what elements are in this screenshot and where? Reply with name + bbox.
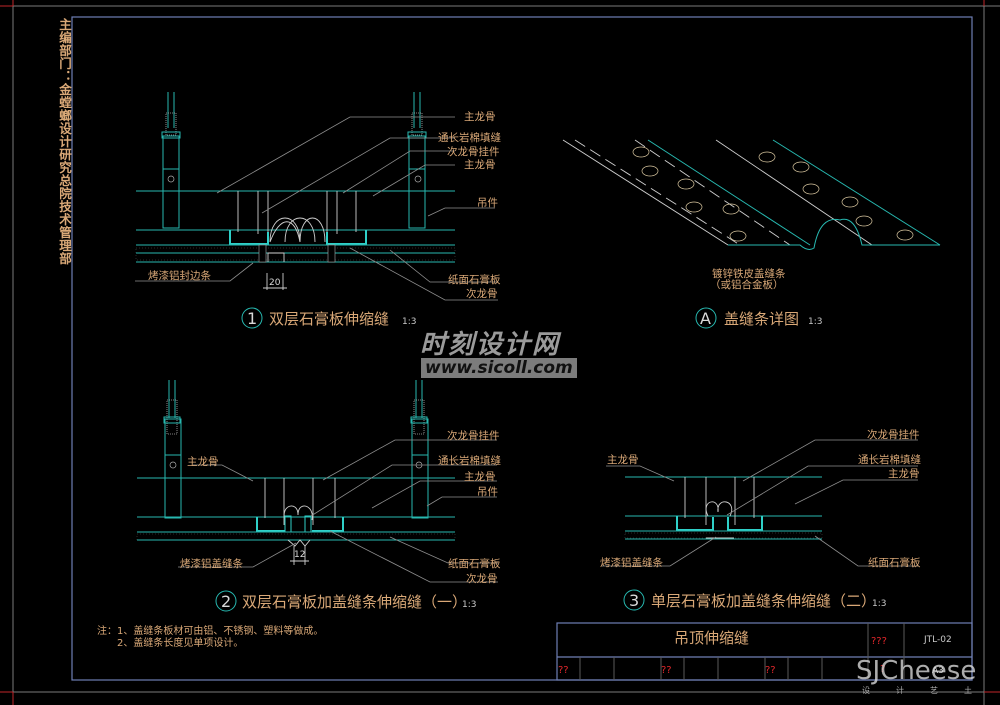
caption-cover-strip: 镀锌铁皮盖缝条: [712, 267, 786, 280]
label-sub-keel-hanger: 次龙骨挂件: [867, 428, 920, 441]
title-row-marker: ?: [880, 664, 885, 675]
inner-border: [71, 16, 973, 681]
label-hanger: 吊件: [477, 197, 498, 209]
drawing-1-section: [135, 92, 498, 301]
note-line-2: 2、盖缝条长度见单项设计。: [117, 636, 243, 649]
label-gypsum-board: 纸面石膏板: [448, 557, 501, 570]
drawing-name: 吊顶伸缩缝: [674, 629, 749, 647]
watermark-brand-sub: 设计艺土: [862, 686, 998, 695]
detail-marker-circle-a: [695, 307, 717, 329]
detail-scale-3: 1:3: [872, 599, 886, 609]
label-main-keel-left: 主龙骨: [607, 453, 639, 466]
detail-scale-a: 1:3: [808, 317, 822, 327]
detail-scale-1: 1:3: [402, 317, 416, 327]
detail-number-3: 3: [629, 591, 639, 610]
label-rock-wool: 通长岩棉填缝: [438, 454, 501, 467]
drawing-1-callouts: 主龙骨 通长岩棉填缝 次龙骨挂件 主龙骨 吊件 烤漆铝封边条 纸面石膏板 次龙骨…: [148, 110, 501, 329]
notes-block: 注：1、盖缝条板材可由铝、不锈钢、塑料等做成。 2、盖缝条长度见单项设计。: [97, 624, 323, 649]
label-main-keel-right: 主龙骨: [888, 467, 920, 480]
label-gypsum-board: 纸面石膏板: [448, 273, 501, 286]
drawing-2-section: [136, 380, 498, 583]
title-block: 吊顶伸缩缝 ??? JTL-02 ?? ?? ?? ? A3: [556, 622, 973, 681]
title-placeholder-cell-2: ??: [661, 665, 672, 676]
detail-marker-circle-1: [241, 307, 263, 329]
watermark-site-name: 时刻设计网: [420, 330, 561, 360]
department-stamp: 主编部门：金螳螂设计研究总院技术管理部: [57, 18, 72, 265]
label-main-keel: 主龙骨: [464, 110, 496, 123]
label-main-keel-right: 主龙骨: [464, 470, 496, 483]
label-sub-keel-hanger: 次龙骨挂件: [447, 429, 500, 442]
drawing-2-callouts: 次龙骨挂件 主龙骨 通长岩棉填缝 主龙骨 吊件 烤漆铝盖缝条 纸面石膏板 次龙骨…: [180, 429, 501, 612]
detail-title-3: 单层石膏板加盖缝条伸缩缝（二）: [651, 592, 876, 610]
drawing-code: JTL-02: [923, 635, 952, 645]
drawing-3-section: [602, 439, 918, 567]
detail-marker-circle-2: [215, 590, 237, 612]
dimension-12: 12: [294, 550, 305, 560]
label-main-keel-2: 主龙骨: [464, 158, 496, 171]
note-line-1: 注：1、盖缝条板材可由铝、不锈钢、塑料等做成。: [97, 624, 323, 637]
label-sub-keel: 次龙骨: [466, 287, 498, 300]
detail-number-1: 1: [247, 309, 257, 328]
label-hanger: 吊件: [477, 486, 498, 498]
label-rock-wool: 通长岩棉填缝: [438, 131, 501, 144]
sheet-size: A3: [932, 666, 944, 676]
detail-title-2: 双层石膏板加盖缝条伸缩缝（一）: [242, 593, 467, 611]
drawing-a-callouts: 镀锌铁皮盖缝条 （或铝合金板） A 盖缝条详图 1:3: [695, 267, 822, 329]
detail-number-a: A: [700, 309, 711, 328]
title-placeholder-top: ???: [871, 636, 887, 647]
caption-cover-strip-alt: （或铝合金板）: [710, 278, 784, 291]
label-rock-wool: 通长岩棉填缝: [858, 453, 921, 466]
label-gypsum-board: 纸面石膏板: [868, 556, 921, 569]
title-placeholder-cell-3: ??: [765, 665, 776, 676]
detail-marker-circle-3: [623, 589, 645, 611]
detail-title-a: 盖缝条详图: [724, 310, 799, 328]
drawing-3-callouts: 次龙骨挂件 主龙骨 通长岩棉填缝 主龙骨 烤漆铝盖缝条 纸面石膏板 3 单层石膏…: [600, 428, 921, 611]
title-placeholder-cell-1: ??: [558, 665, 569, 676]
detail-title-1: 双层石膏板伸缩缝: [269, 310, 389, 328]
label-cover-strip: 烤漆铝盖缝条: [180, 557, 243, 570]
detail-number-2: 2: [221, 592, 231, 611]
label-edge-strip: 烤漆铝封边条: [148, 269, 211, 282]
label-sub-keel: 次龙骨: [466, 572, 498, 585]
label-main-keel-left: 主龙骨: [187, 455, 219, 468]
dimension-20: 20: [269, 278, 281, 288]
watermark-site-url: www.sicoll.com: [421, 358, 577, 378]
label-sub-keel-hanger: 次龙骨挂件: [447, 145, 500, 158]
drawing-a-isometric: [562, 139, 941, 250]
watermark-brand: SJCheese: [856, 656, 977, 686]
label-cover-strip: 烤漆铝盖缝条: [600, 556, 663, 569]
detail-scale-2: 1:3: [462, 600, 476, 610]
